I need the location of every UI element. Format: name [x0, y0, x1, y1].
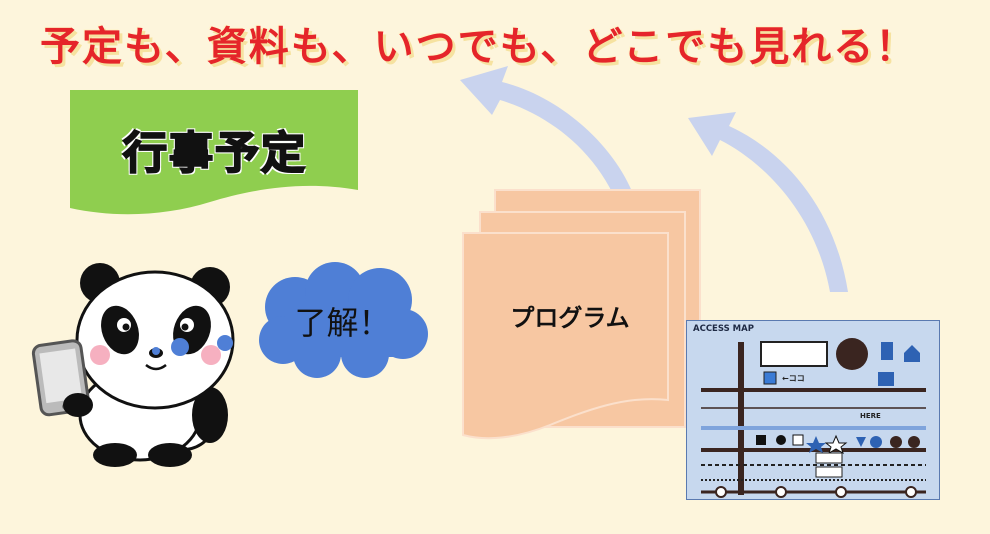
documents-label: プログラム [510, 304, 630, 332]
headline: 予定も、資料も、いつでも、どこでも見れる！ [40, 24, 918, 70]
panda-character [31, 263, 235, 467]
access-map-icon [686, 320, 940, 500]
curved-arrow-icon [688, 112, 848, 292]
cloud-bubble-icon [259, 262, 428, 378]
speech-bubble-label: 了解！ [294, 304, 391, 342]
access-map-here-label: HERE [860, 412, 881, 420]
schedule-banner-label: 行事予定 [122, 127, 307, 180]
access-map-koko-label: ←ココ [782, 374, 805, 383]
schedule-banner [70, 90, 358, 215]
documents-stack [462, 189, 701, 440]
access-map-title: ACCESS MAP [693, 324, 754, 334]
